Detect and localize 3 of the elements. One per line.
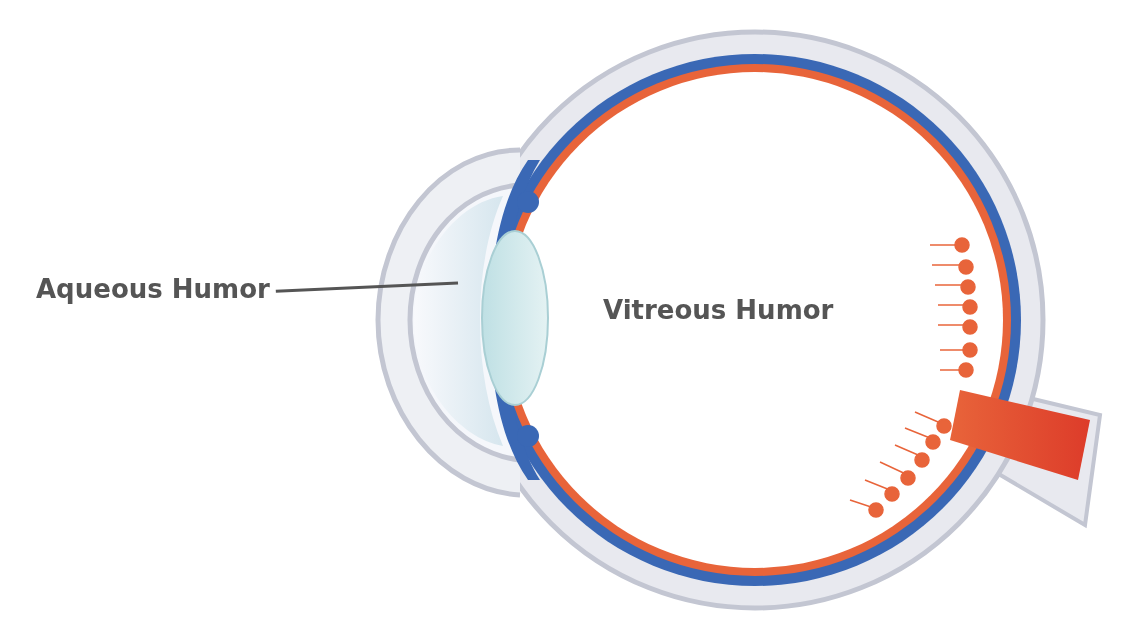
leader-line	[275, 281, 459, 293]
part-label: Vitreous Humor	[603, 296, 834, 325]
part-label: Aqueous Humor	[36, 275, 270, 304]
